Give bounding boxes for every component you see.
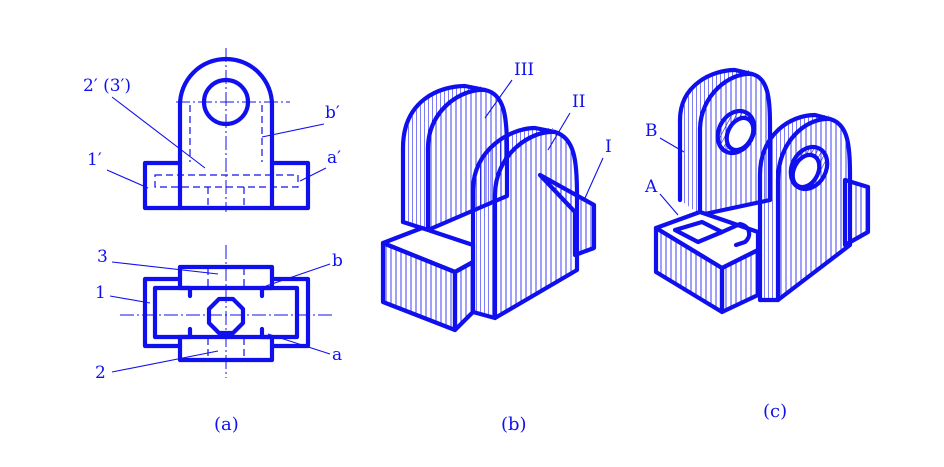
label-II: II xyxy=(572,92,585,112)
top-view-labels: 3 b 1 a 2 xyxy=(95,247,343,383)
label-III: III xyxy=(514,60,534,80)
label-a: a xyxy=(332,345,342,365)
label-b-prime: b′ xyxy=(325,103,340,123)
label-A: A xyxy=(644,177,658,197)
label-1-prime: 1′ xyxy=(87,150,102,170)
label-1: 1 xyxy=(95,283,106,303)
label-3: 3 xyxy=(97,247,108,267)
caption-b: (b) xyxy=(501,414,527,435)
label-B: B xyxy=(645,121,658,141)
caption-a: (a) xyxy=(214,414,239,435)
label-b: b xyxy=(332,251,343,271)
label-a-prime: a′ xyxy=(327,148,341,168)
isometric-view-c-labels: B A xyxy=(644,121,685,216)
front-view-labels: 2′ (3′) b′ 1′ a′ xyxy=(83,76,341,189)
label-2-3-prime: 2′ (3′) xyxy=(83,76,131,96)
isometric-view-c xyxy=(653,67,871,315)
top-boss-octagon xyxy=(206,296,246,336)
label-2: 2 xyxy=(95,363,106,383)
front-outline xyxy=(142,56,311,211)
caption-c: (c) xyxy=(763,401,787,422)
isometric-view-b-labels: III II I xyxy=(484,60,612,199)
front-view xyxy=(142,48,311,212)
top-view xyxy=(120,245,333,378)
isometric-view-b xyxy=(380,83,597,333)
label-I: I xyxy=(605,137,612,157)
